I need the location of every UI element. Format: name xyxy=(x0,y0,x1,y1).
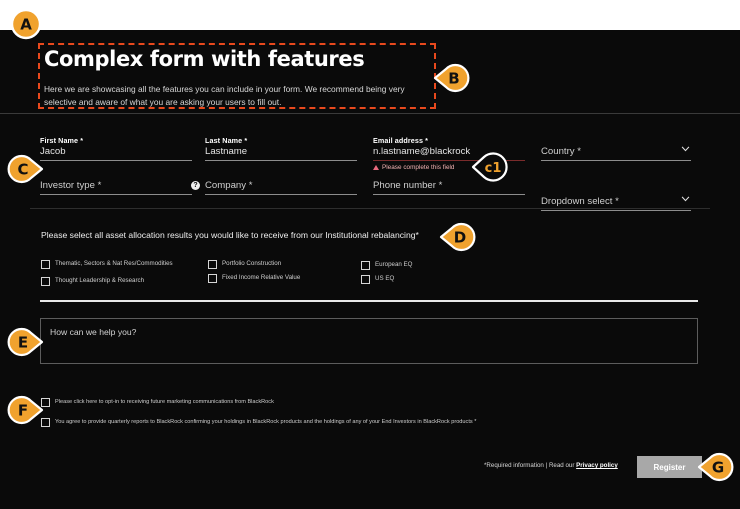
investor-type-field xyxy=(40,179,192,195)
message-textarea[interactable] xyxy=(41,319,697,363)
privacy-policy-link[interactable]: Privacy policy xyxy=(576,462,618,469)
last-name-label: Last Name * xyxy=(205,136,248,145)
page-subtitle: Here we are showcasing all the features … xyxy=(44,84,405,107)
first-name-label: First Name * xyxy=(40,136,84,145)
consent-label: You agree to provide quarterly reports t… xyxy=(55,419,477,425)
annotation-label: G xyxy=(712,459,724,477)
form-background xyxy=(0,30,740,509)
checkbox-box[interactable] xyxy=(208,260,217,269)
annotation-label: c1 xyxy=(485,161,502,176)
annotation-badge-d: D xyxy=(439,220,476,254)
annotation-label: D xyxy=(454,229,466,247)
dropdown-select[interactable] xyxy=(541,195,691,211)
checkbox-box[interactable] xyxy=(208,274,217,283)
checkbox-european-eq[interactable]: European EQ xyxy=(361,261,413,270)
checkbox-label: European EQ xyxy=(375,261,413,268)
phone-input[interactable] xyxy=(373,179,525,195)
footer-separator: | xyxy=(545,462,548,469)
checkbox-box[interactable] xyxy=(41,277,50,286)
annotation-badge-g: G xyxy=(697,450,734,484)
checkbox-label: US EQ xyxy=(375,275,395,282)
checkbox-portfolio-construction[interactable]: Portfolio Construction xyxy=(208,260,281,269)
annotation-badge-c1: c1 xyxy=(471,150,508,184)
warning-triangle-icon xyxy=(373,165,379,170)
annotation-label: A xyxy=(20,16,32,34)
annotation-label: C xyxy=(17,161,28,179)
message-textarea-wrapper xyxy=(40,318,698,364)
annotation-badge-c: C xyxy=(7,152,44,186)
checkbox-label: Fixed Income Relative Value xyxy=(222,274,301,281)
checkbox-box[interactable] xyxy=(41,260,50,269)
annotation-badge-f: F xyxy=(7,393,44,427)
consent-quarterly-reports[interactable]: You agree to provide quarterly reports t… xyxy=(41,418,476,427)
checkbox-box[interactable] xyxy=(361,261,370,270)
email-label: Email address * xyxy=(373,136,429,145)
section-divider xyxy=(30,208,710,209)
email-error-text: Please complete this field xyxy=(382,164,455,171)
country-select[interactable] xyxy=(541,145,691,161)
page-title: Complex form with features xyxy=(44,47,365,71)
required-information-note: *Required information xyxy=(484,462,544,469)
company-input[interactable] xyxy=(205,179,357,195)
register-button[interactable]: Register xyxy=(637,456,702,478)
checkbox-box[interactable] xyxy=(41,418,50,427)
help-question-icon[interactable]: ? xyxy=(191,181,200,190)
checkbox-label: Thought Leadership & Research xyxy=(55,277,145,284)
checkbox-label: Portfolio Construction xyxy=(222,260,282,267)
email-error-message: Please complete this field xyxy=(373,164,525,171)
annotation-label: F xyxy=(18,402,28,420)
checkbox-section-divider xyxy=(40,300,698,302)
footer-note: *Required information | Read our Privacy… xyxy=(484,462,618,469)
consent-label: Please click here to opt-in to receiving… xyxy=(55,399,274,405)
annotation-badge-e: E xyxy=(7,325,44,359)
checkbox-thematic[interactable]: Thematic, Sectors & Nat Res/Commodities xyxy=(41,260,173,269)
checkbox-box[interactable] xyxy=(361,275,370,284)
checkbox-box[interactable] xyxy=(41,398,50,407)
header-highlight-outline xyxy=(38,43,436,109)
allocation-heading: Please select all asset allocation resul… xyxy=(41,230,419,240)
header-divider xyxy=(0,113,740,114)
company-field: ? xyxy=(191,179,357,195)
read-our-text: Read our xyxy=(548,462,575,469)
phone-field xyxy=(373,179,525,195)
last-name-input[interactable] xyxy=(205,145,357,161)
checkbox-us-eq[interactable]: US EQ xyxy=(361,275,394,284)
country-field xyxy=(541,145,691,161)
annotation-label: B xyxy=(448,70,459,88)
consent-marketing[interactable]: Please click here to opt-in to receiving… xyxy=(41,398,274,407)
annotation-badge-a: A xyxy=(9,7,43,41)
investor-type-input[interactable] xyxy=(40,179,192,195)
annotation-badge-b: B xyxy=(433,61,470,95)
first-name-field: First Name * xyxy=(40,136,192,161)
checkbox-fixed-income[interactable]: Fixed Income Relative Value xyxy=(208,274,300,283)
first-name-input[interactable] xyxy=(40,145,192,161)
checkbox-thought-leadership[interactable]: Thought Leadership & Research xyxy=(41,277,144,286)
checkbox-label: Thematic, Sectors & Nat Res/Commodities xyxy=(55,260,173,267)
annotation-label: E xyxy=(18,334,28,352)
last-name-field: Last Name * xyxy=(205,136,357,161)
